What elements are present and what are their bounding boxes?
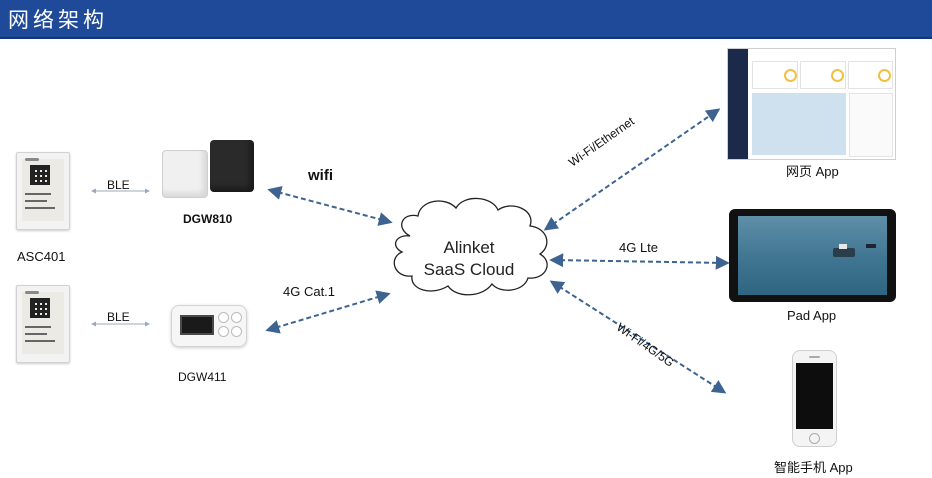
asc401-label: ASC401	[17, 249, 66, 264]
cat1-link-arrow	[265, 290, 391, 334]
asc401-tag-top	[16, 152, 70, 230]
pad-app-label: Pad App	[787, 308, 837, 323]
header-bar: 网络架构	[0, 0, 932, 39]
web-link-arrow	[543, 108, 721, 231]
dgw411-gateway-image	[171, 305, 247, 347]
phone-link-arrow	[549, 280, 727, 394]
smartphone-image	[792, 350, 837, 447]
page-title: 网络架构	[8, 8, 108, 32]
web-app-screenshot	[727, 48, 896, 160]
asc401-tag-bottom	[16, 285, 70, 363]
ble-label-top: BLE	[107, 178, 130, 192]
phone-app-label: 智能手机 App	[774, 460, 853, 475]
pad-link-arrow	[549, 253, 730, 270]
dgw411-label: DGW411	[178, 370, 227, 384]
cat1-label: 4G Cat.1	[283, 284, 336, 299]
cloud-label-line2: SaaS Cloud	[423, 260, 515, 279]
pad-device-image	[729, 209, 896, 302]
cloud-shape	[393, 197, 548, 296]
web-app-label: 网页 App	[786, 164, 839, 179]
wifi-link-arrow	[267, 186, 393, 226]
lte-label: 4G Lte	[619, 240, 659, 255]
dgw810-label: DGW810	[183, 212, 233, 226]
cloud-label-line1: Alinket	[443, 238, 495, 257]
ble-label-bottom: BLE	[107, 310, 130, 324]
wifi-label: wifi	[308, 167, 333, 184]
